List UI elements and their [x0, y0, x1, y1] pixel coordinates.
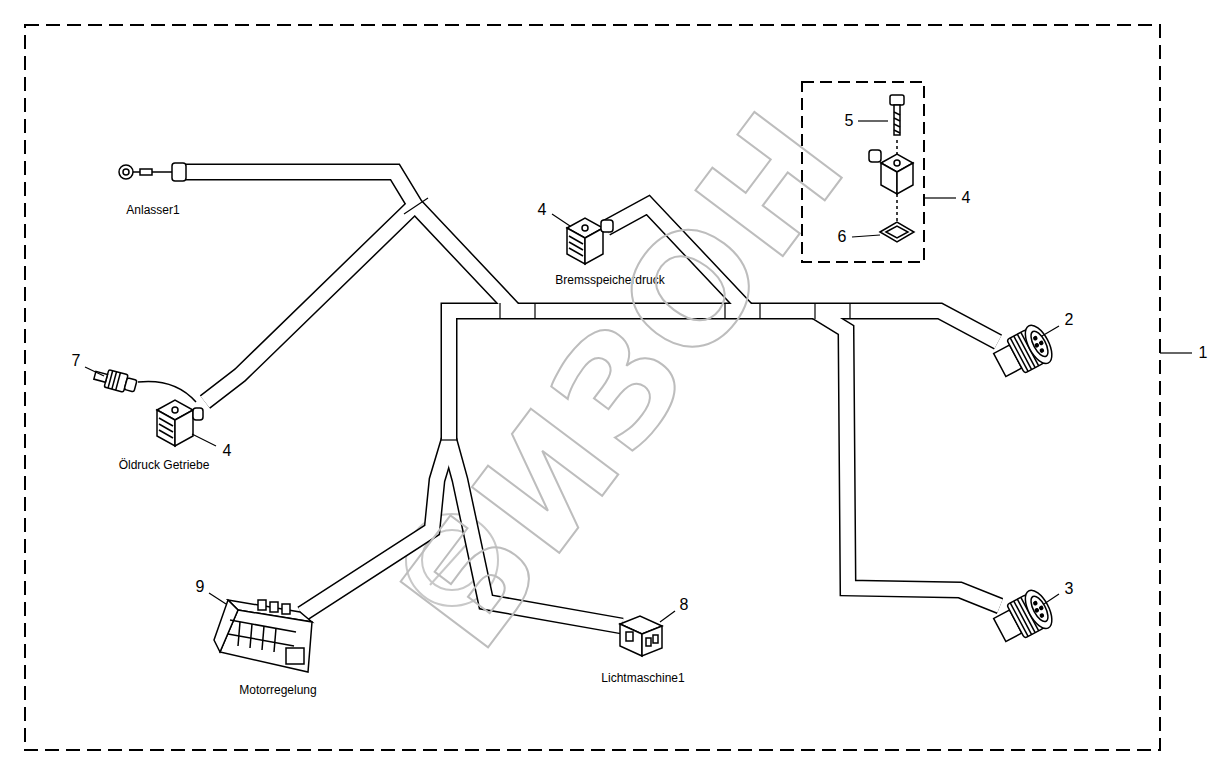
connector-label: Lichtmaschine1 [599, 672, 686, 685]
callout-number: 1 [1197, 344, 1210, 362]
callout-number: 2 [1063, 311, 1076, 329]
connector-label: Motorregelung [237, 684, 318, 697]
ecu-connector [214, 600, 312, 672]
callout-number: 8 [678, 596, 691, 614]
callout-number: 4 [960, 189, 973, 207]
ring-terminal [119, 163, 186, 181]
watermark: БИЗОН [373, 83, 878, 677]
callout-number: 5 [843, 112, 856, 130]
valve-connector [567, 218, 613, 264]
callout-number: 3 [1063, 580, 1076, 598]
pressure-sensor [93, 367, 196, 402]
connector-label: Öldruck Getriebe [117, 459, 212, 472]
round-connector [990, 321, 1057, 383]
callout-number: 4 [221, 442, 234, 460]
valve-connector [157, 400, 203, 446]
group-frame [25, 25, 1160, 750]
detail-parts [869, 95, 914, 242]
connector-label: Anlasser1 [124, 204, 181, 217]
callout-number: 9 [194, 578, 207, 596]
round-connector [990, 586, 1057, 648]
callout-number: 7 [70, 352, 83, 370]
plug-connector [620, 616, 662, 656]
callout-number: 4 [536, 201, 549, 219]
